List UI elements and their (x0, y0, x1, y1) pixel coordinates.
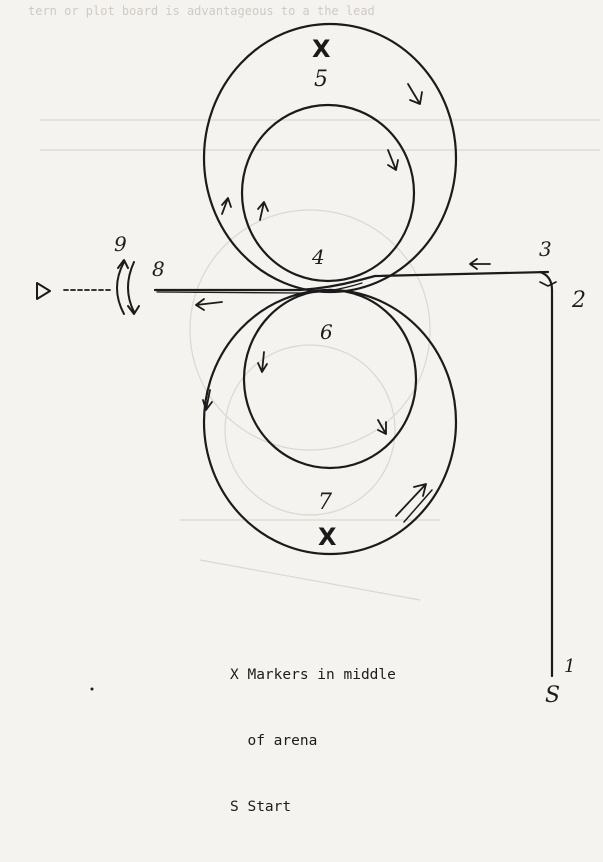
diagram-page: tern or plot board is advantageous to a … (28, 4, 600, 815)
arrow-icon (539, 281, 557, 287)
start-path (538, 270, 554, 678)
point-label-7: 7 (318, 490, 332, 515)
centerline-path (153, 270, 550, 292)
arrow-icon (195, 298, 223, 311)
arrow-icon (257, 201, 269, 221)
turn-arc-icon-2 (127, 261, 135, 313)
legend-line-start: S Start (230, 799, 292, 815)
point-label-9: 9 (114, 232, 127, 256)
point-label-5: 5 (314, 67, 328, 92)
direction-arrows (195, 83, 557, 523)
upper-inner-circle (240, 103, 416, 283)
arrow-icon (407, 83, 423, 105)
arrow-icon (403, 489, 433, 523)
arrow-icon (377, 419, 387, 435)
marker-x-top: X (312, 35, 331, 63)
bleed-through (40, 119, 600, 601)
ink-dot (90, 687, 94, 691)
arrow-icon (257, 351, 268, 373)
point-label-3: 3 (539, 237, 552, 261)
arrow-icon (202, 389, 213, 411)
d-marker-icon (36, 282, 51, 300)
arrow-icon (469, 258, 491, 270)
centerline-path-double (156, 282, 363, 294)
arrow-icon (395, 483, 427, 517)
marker-x-bottom: X (318, 523, 337, 551)
point-label-4: 4 (311, 245, 325, 269)
upper-outer-circle (202, 22, 458, 294)
point-label-6: 6 (320, 320, 333, 344)
point-label-8: 8 (152, 257, 165, 281)
turn-arc-icon (116, 261, 125, 315)
point-label-2: 2 (571, 288, 586, 313)
turn-arrowhead-top (117, 259, 129, 269)
legend-line-markers: X Markers in middle (230, 667, 396, 683)
riding-pattern-diagram: X X 5 4 3 2 6 7 8 9 1 S (36, 22, 600, 704)
arrow-icon (387, 149, 399, 171)
turn-arrowhead-bottom (127, 305, 140, 315)
point-label-1: 1 (564, 656, 575, 677)
legend-line-arena: of arena (230, 733, 318, 749)
lower-inner-circle (242, 288, 418, 470)
arrow-icon (221, 197, 232, 215)
page-header-text: tern or plot board is advantageous to a … (28, 4, 375, 18)
legend: X Markers in middle of arena S Start (230, 620, 396, 862)
start-label-s: S (545, 683, 560, 704)
